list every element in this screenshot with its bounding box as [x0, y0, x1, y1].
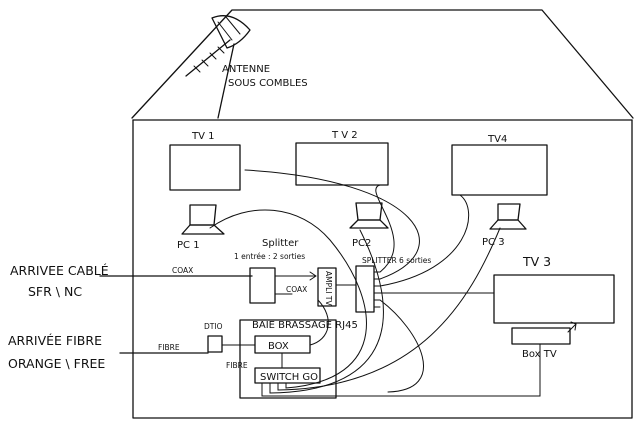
- switch: [254, 367, 321, 384]
- ethernet-cables: [209, 209, 541, 397]
- house-outline: [131, 9, 634, 419]
- tv1-screen: [169, 144, 241, 191]
- antenna-label-line1: ANTENNE: [222, 64, 270, 75]
- antenna-label-line2: SOUS COMBLES: [228, 78, 308, 89]
- splitter-2-title: Splitter: [262, 238, 299, 249]
- fibre-input-line1: ARRIVÉE FIBRE: [8, 333, 102, 348]
- pc1-laptop-icon: [181, 204, 225, 235]
- box-tv-label: Box TV: [522, 349, 557, 360]
- pc2-label: PC2: [352, 238, 371, 249]
- antenna-icon: [185, 15, 251, 119]
- coax-input-label: COAX: [172, 266, 193, 275]
- dti-box: [207, 335, 223, 353]
- splitter-2-outputs: [274, 275, 317, 295]
- tv2-screen: [295, 142, 389, 186]
- box-tv: [511, 327, 571, 345]
- splitter-2-subtitle: 1 entrée : 2 sorties: [234, 252, 305, 261]
- cable-input-line2: SFR \ NC: [28, 284, 82, 299]
- pc2-laptop-icon: [349, 202, 389, 229]
- tv3-label: TV 3: [522, 254, 551, 269]
- tv3-screen: [493, 274, 615, 324]
- patch-panel-label: BAIE BRASSAGE RJ45: [252, 320, 358, 331]
- splitter-6-box: [355, 265, 375, 313]
- patch-panel-outline: [239, 319, 337, 399]
- dti-label: DTIO: [204, 322, 223, 331]
- splitter-2-arrow: [309, 271, 317, 281]
- splitter-6-label: SPLITTER 6 sorties: [362, 256, 431, 265]
- switch-label: SWITCH GO: [260, 372, 318, 383]
- cable-input-line1: ARRIVEE CABLÉ: [10, 263, 109, 278]
- splitter-2-box: [249, 267, 276, 304]
- fibre-input-line2: ORANGE \ FREE: [8, 356, 105, 371]
- tv2-label: T V 2: [331, 130, 358, 141]
- box-label: BOX: [268, 341, 289, 352]
- fibre-short-label: FIBRE: [226, 361, 248, 370]
- pc3-laptop-icon: [489, 203, 527, 230]
- tv1-label: TV 1: [191, 131, 215, 142]
- tv-coax-cables: [244, 169, 495, 393]
- pc1-label: PC 1: [177, 240, 200, 251]
- amplifier-label: AMPLI TV: [324, 271, 333, 306]
- tv4-screen: [451, 144, 548, 196]
- box-tv-arrow: [567, 321, 577, 333]
- fibre-input-label: FIBRE: [158, 343, 180, 352]
- coax-inner-label: COAX: [286, 285, 307, 294]
- tv4-label: TV4: [487, 134, 507, 145]
- amplifier-box: [317, 267, 337, 307]
